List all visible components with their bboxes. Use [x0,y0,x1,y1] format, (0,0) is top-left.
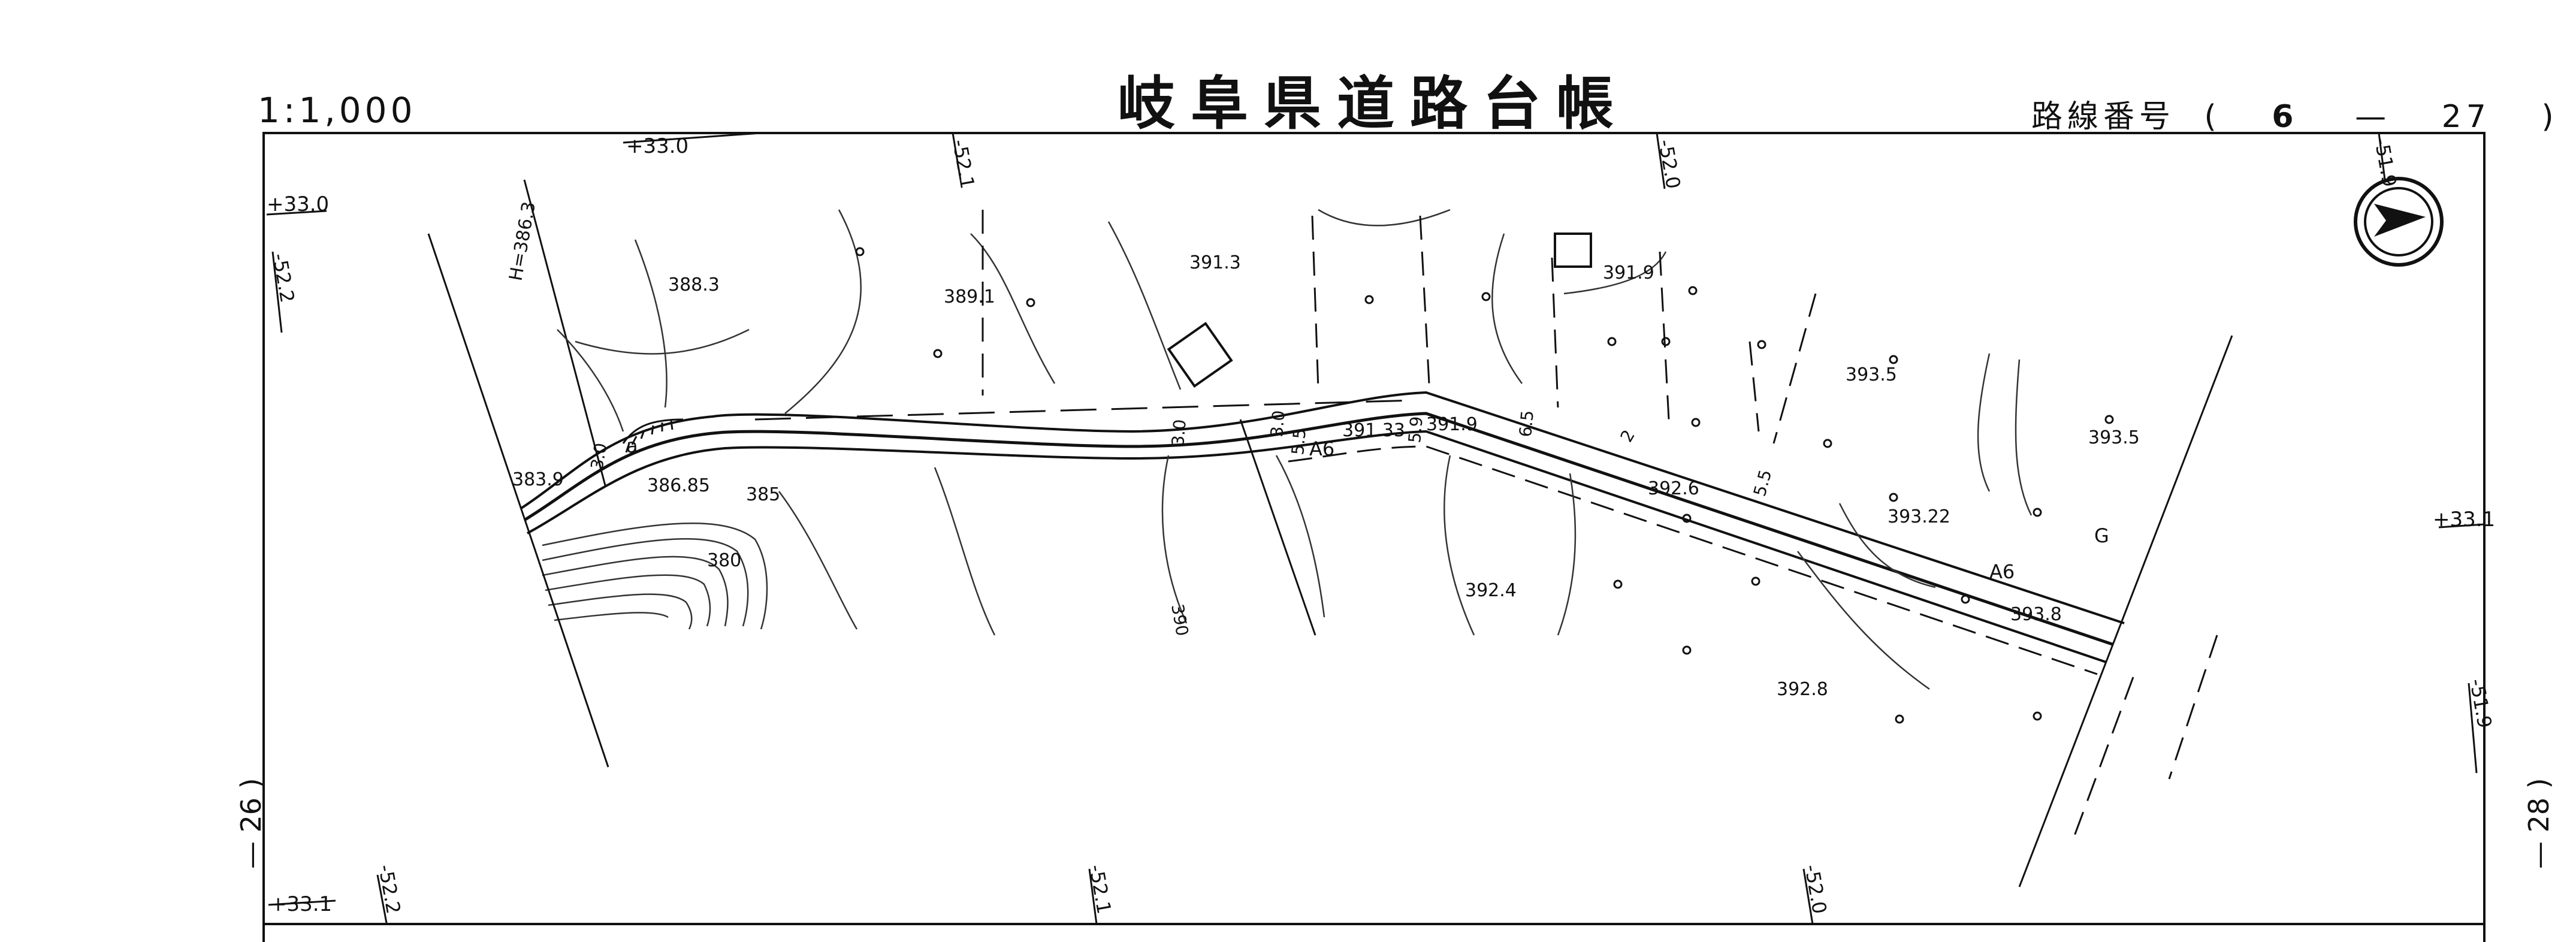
elevation-point: 391.9 [1426,414,1478,435]
width-label: 6.5 [1515,409,1538,437]
elevation-point: 393.8 [2010,604,2062,625]
route-paren-open: ( [2204,99,2221,135]
road-alignment [520,391,2125,675]
width-label: 2 [1616,427,1638,446]
elevation-point: 393.5 [2088,427,2140,448]
route-number: 路線番号 ( 6 — 27 ) [2031,91,2559,136]
elevation-point: 391.9 [1603,262,1654,283]
elevation-point: 380 [707,550,741,571]
elevation-point: 393.22 [1888,506,1950,527]
elevation-point: 391.33 [1342,420,1405,441]
grid-label-e52-0-bottom: -52.0 [1800,863,1831,916]
elevation-labels: 388.3 389.1 391.3 391.9 393.5 393.5 383.… [512,252,2140,700]
route-number-label: 路線番号 [2031,99,2176,135]
dashed-boundaries [982,210,2218,840]
grid-label-e52-1-bottom: -52.1 [1085,863,1116,916]
grid-label-top-plus: +33.0 [626,134,688,158]
elevation-point: 385 [746,484,780,505]
map-scale: 1:1,000 [258,90,416,131]
width-label: 3.0 [1267,409,1289,437]
building-icon [1167,233,1592,388]
contour-lines [542,209,2033,690]
grid-label-e51-9-top: -51.9 [2370,136,2401,189]
grid-label-e52-0-top: -52.0 [1654,138,1685,191]
elevation-point: 392.8 [1777,679,1828,700]
elevation-point: 383.9 [512,469,564,490]
width-label: 5.5 [1750,467,1775,499]
route-number-b: 27 [2441,99,2491,135]
grid-label-bottom-plus: +33.1 [270,892,332,916]
grid-label-right-plus: +33.1 [2433,508,2495,532]
a6-symbol-left: A6 [1309,437,1334,460]
grid-label-e52-1-top: -52.1 [948,138,979,191]
benchmark-label: H=386.3 [505,200,540,283]
elevation-point: 389.1 [944,286,995,307]
elevation-point: 388.3 [668,274,720,295]
map-frame [262,132,2486,925]
north-arrow-icon [2354,177,2444,267]
width-label: 5.9 [1405,415,1427,443]
cliff-hatch [622,418,684,453]
grid-ticks [266,132,2485,925]
route-number-a: 6 [2272,99,2299,135]
elevation-point: 391.3 [1189,252,1241,273]
width-label: 3.0 [587,442,611,472]
elevation-point: 390 [1167,602,1192,637]
grid-label-e52-2-left: -52.2 [268,252,299,304]
elevation-point: 393.5 [1846,364,1897,385]
width-label: 3.0 [1168,418,1190,446]
road-width-labels: 3.0 3.0 3.0 5.5 5.9 6.5 5.5 2 [587,409,1775,498]
grid-label-e52-2-bottom: -52.2 [374,863,405,916]
boundary-lines [427,233,2233,887]
route-dash: — [2355,99,2391,135]
route-paren-close: ) [2541,99,2559,135]
width-label: 5.5 [1288,427,1310,455]
vegetation-symbol-icon [855,247,2114,724]
sheet-title: 岐阜県道路台帳 [1118,70,1629,137]
grid-label-left-plus: +33.0 [267,192,329,216]
elevation-point: 392.6 [1648,478,1699,499]
a6-symbol-right: A6 [1989,560,2015,583]
elevation-point: 392.4 [1465,580,1517,601]
grid-label-e51-9-right: -51.9 [2465,677,2496,730]
g-symbol: G [2094,524,2109,547]
elevation-point: 386.85 [647,475,710,496]
